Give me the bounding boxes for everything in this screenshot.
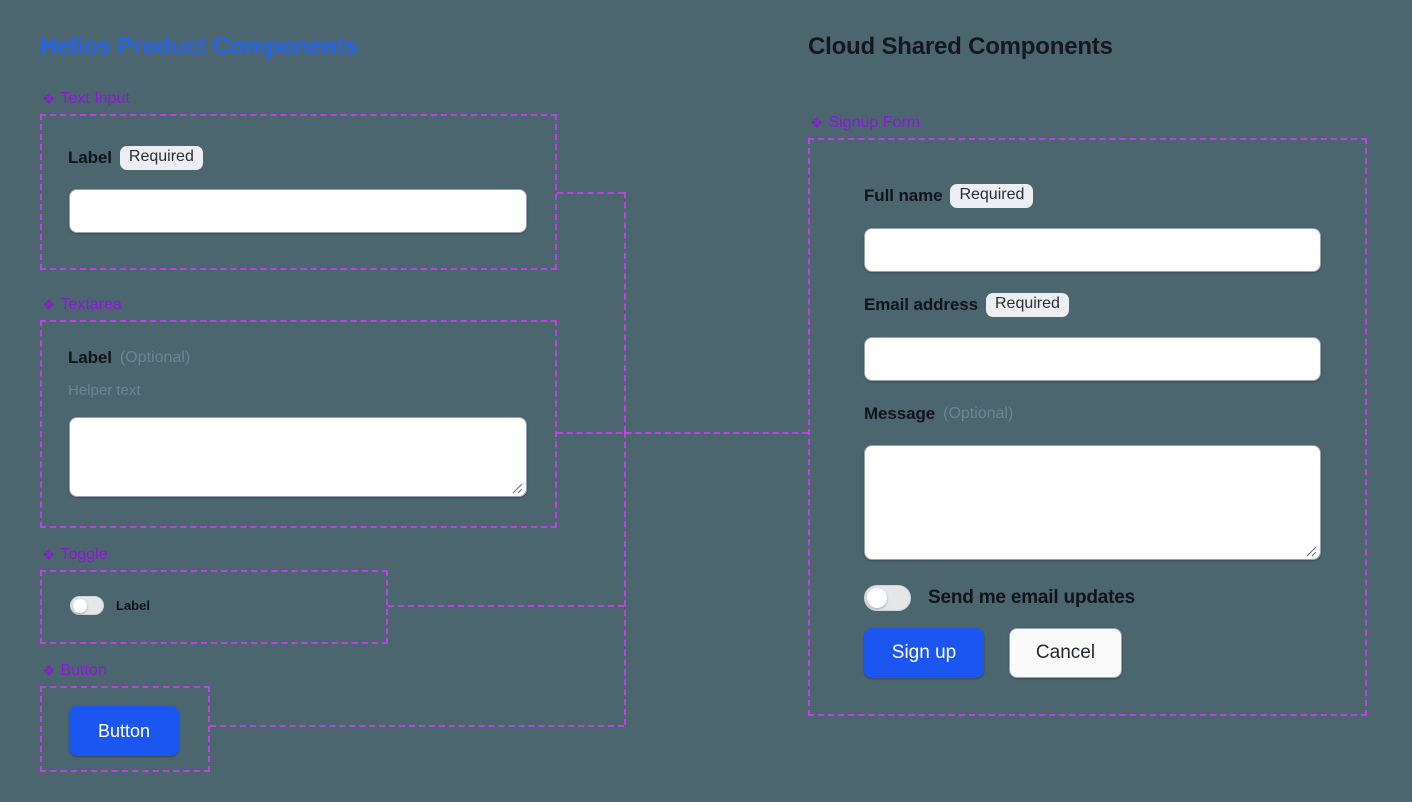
section-label-text-input: ❖ Text Input xyxy=(42,91,130,107)
email-updates-toggle-switch[interactable] xyxy=(864,585,911,611)
text-input-label: Label xyxy=(68,147,112,167)
toggle-row[interactable]: Label xyxy=(70,596,150,615)
section-label-text: Button xyxy=(60,662,107,679)
toggle-switch[interactable] xyxy=(70,596,104,615)
section-label-text: Signup Form xyxy=(828,114,921,131)
connector-textarea-to-signup xyxy=(557,432,808,434)
section-label-text: Textarea xyxy=(60,296,122,313)
textarea-label: Label xyxy=(68,348,112,367)
signup-cancel-button[interactable]: Cancel xyxy=(1009,628,1122,678)
textarea-field-wrapper xyxy=(69,417,527,497)
section-label-signup-form: ❖ Signup Form xyxy=(810,115,920,131)
message-label: Message xyxy=(864,404,936,423)
section-label-text: Text Input xyxy=(60,90,130,107)
helios-column-title: Helios Product Components xyxy=(40,33,358,60)
text-input-label-row: Label Required xyxy=(68,146,203,170)
email-updates-toggle-row[interactable]: Send me email updates xyxy=(864,585,1135,611)
connector-button-horizontal xyxy=(210,725,624,727)
panel-signup-form: Full name Required Email address Require… xyxy=(808,138,1367,716)
email-updates-toggle-knob xyxy=(867,588,887,608)
text-input-field[interactable] xyxy=(69,189,527,233)
connector-toggle-horizontal xyxy=(388,605,624,607)
textarea-helper-text: Helper text xyxy=(68,382,141,399)
panel-textarea: Label (Optional) Helper text xyxy=(40,320,557,528)
toggle-knob xyxy=(73,598,87,613)
textarea-optional-note: (Optional) xyxy=(119,349,191,366)
diamond-icon: ❖ xyxy=(42,296,56,314)
signup-submit-button[interactable]: Sign up xyxy=(864,628,984,678)
textarea-label-row: Label (Optional) xyxy=(68,348,190,368)
diamond-icon: ❖ xyxy=(42,662,56,680)
message-field-wrapper xyxy=(864,445,1321,560)
section-label-button: ❖ Button xyxy=(42,663,107,679)
cloud-column-title: Cloud Shared Components xyxy=(808,33,1113,60)
full-name-required-badge: Required xyxy=(950,184,1034,208)
message-optional-note: (Optional) xyxy=(943,405,1014,422)
section-label-text: Toggle xyxy=(60,546,108,563)
message-label-row: Message (Optional) xyxy=(864,404,1013,424)
diamond-icon: ❖ xyxy=(42,546,56,564)
panel-toggle: Label xyxy=(40,570,388,644)
full-name-label: Full name xyxy=(864,185,943,205)
resize-grip-icon[interactable] xyxy=(510,481,523,494)
demo-button[interactable]: Button xyxy=(69,706,179,756)
section-label-toggle: ❖ Toggle xyxy=(42,547,108,563)
panel-text-input: Label Required xyxy=(40,114,557,270)
connector-text-input-horizontal xyxy=(557,192,624,194)
diamond-icon: ❖ xyxy=(42,90,56,108)
textarea-field[interactable] xyxy=(70,418,526,496)
section-label-textarea: ❖ Textarea xyxy=(42,297,122,313)
email-input[interactable] xyxy=(864,337,1321,381)
toggle-label: Label xyxy=(116,598,150,613)
connector-spine-upper xyxy=(624,192,626,432)
resize-grip-icon[interactable] xyxy=(1304,544,1317,557)
email-label-row: Email address Required xyxy=(864,293,1069,317)
email-updates-toggle-label: Send me email updates xyxy=(928,587,1135,608)
message-textarea[interactable] xyxy=(865,446,1320,559)
full-name-input[interactable] xyxy=(864,228,1321,272)
text-input-required-badge: Required xyxy=(119,146,203,170)
email-required-badge: Required xyxy=(985,293,1069,317)
panel-button: Button xyxy=(40,686,210,772)
diamond-icon: ❖ xyxy=(810,114,824,132)
connector-spine-lower xyxy=(624,432,626,725)
full-name-label-row: Full name Required xyxy=(864,184,1034,208)
email-label: Email address xyxy=(864,294,978,314)
